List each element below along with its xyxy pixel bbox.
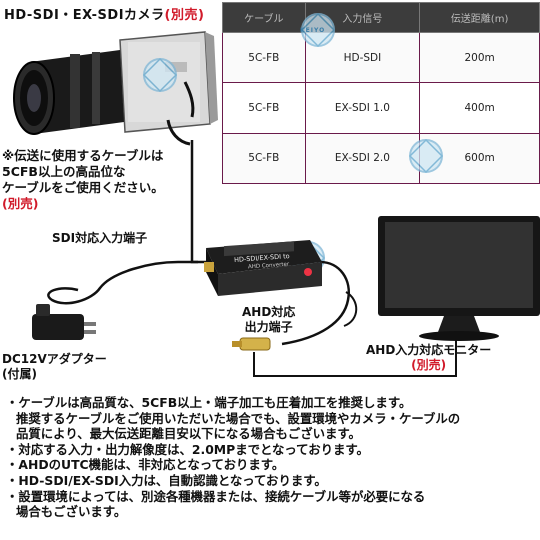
table-cell: 200m — [419, 31, 540, 84]
table-cell: EX-SDI 2.0 — [304, 132, 421, 185]
note-item: ・AHDのUTC機能は、非対応となっております。 — [6, 457, 285, 473]
converter-device — [204, 240, 322, 296]
monitor-illustration — [378, 216, 540, 341]
note-item: 品質により、最大伝送距離目安以下になる場合もございます。 — [16, 426, 361, 442]
camera-illustration — [13, 31, 218, 146]
note-item: ・HD-SDI/EX-SDI入力は、自動認識となっております。 — [6, 472, 327, 488]
column-header-cable: ケーブル — [222, 2, 306, 33]
sdi-input-label: SDI対応入力端子 — [52, 231, 148, 245]
table-cell: 5C-FB — [222, 82, 306, 134]
watermark-text: KEIYO — [300, 27, 326, 34]
notes-list: ・ケーブルは高品質な、5CFB以上・端子加工も圧着加工を推奨します。 推奨するケ… — [6, 395, 536, 520]
table-row: 5C-FB EX-SDI 2.0 600m — [222, 132, 540, 185]
column-header-distance: 伝送距離(m) — [419, 2, 540, 33]
camera-cable-note: ※伝送に使用するケーブルは 5CFB以上の高品位な ケーブルをご使用ください。 … — [2, 148, 164, 211]
note-item: ・設置環境によっては、別途各種機器または、接続ケーブル等が必要になる — [6, 488, 426, 504]
table-cell: 5C-FB — [222, 132, 306, 185]
table-cell: 400m — [419, 82, 540, 134]
table-cell: 5C-FB — [222, 31, 306, 84]
ahd-output-label: AHD対応 出力端子 — [242, 305, 296, 334]
note-item: 推奨するケーブルをご使用いただいた場合でも、設置環境やカメラ・ケーブルの — [16, 410, 461, 426]
table-cell: EX-SDI 1.0 — [304, 82, 421, 134]
note-item: ・対応する入力・出力解像度は、2.0MPまでとなっております。 — [6, 441, 369, 457]
table-row: 5C-FB EX-SDI 1.0 400m — [222, 82, 540, 134]
page-title: HD-SDI・EX-SDIカメラ(別売) — [4, 8, 205, 23]
monitor-label: AHD入力対応モニター (別売) — [366, 343, 492, 372]
note-item: 場合もございます。 — [16, 504, 127, 520]
dc-adapter-illustration — [32, 304, 96, 340]
adapter-label: DC12Vアダプター (付属) — [2, 352, 107, 381]
note-item: ・ケーブルは高品質な、5CFB以上・端子加工も圧着加工を推奨します。 — [6, 395, 412, 410]
